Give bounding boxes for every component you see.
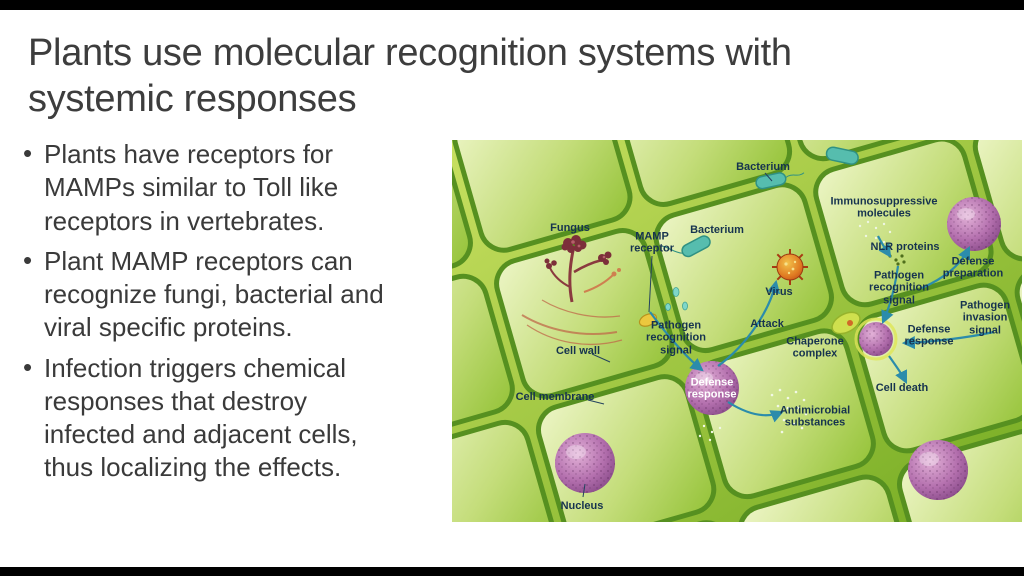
signal-droplets-icon: [665, 287, 688, 311]
pathogen-invasion-arrow: [901, 330, 995, 350]
attack-arrow: [717, 279, 781, 367]
title-line: Plants use molecular recognition systems…: [28, 32, 792, 74]
bullet-marker: •: [23, 244, 33, 275]
mamp-receptor-icon: [638, 313, 658, 327]
bullet-text-line: thus localizing the effects.: [44, 452, 342, 483]
bullet-list: • Plants have receptors for MAMPs simila…: [22, 138, 456, 492]
chaperone-complex-icon: [831, 311, 861, 335]
signal-arrows: [649, 235, 995, 423]
slide-title: Plants use molecular recognition systems…: [28, 30, 943, 123]
fungus-icon: [544, 235, 621, 303]
bullet-marker: •: [23, 138, 33, 168]
immunosuppression-arrow: [877, 235, 892, 258]
recognition-signal-arrow-left: [649, 311, 704, 372]
bullet-item: • Infection triggers chemical responses …: [22, 352, 456, 485]
diagram-canvas: [452, 140, 1022, 522]
defense-response-cell-icon: [685, 361, 739, 415]
recognition-signal-arrow-right: [881, 265, 900, 325]
infected-cell-icon: [854, 317, 898, 361]
bullet-marker: •: [23, 351, 33, 382]
bullet-text-line: responses that destroy: [44, 385, 308, 416]
bullet-text-line: Plant MAMP receptors can: [44, 245, 353, 276]
bacterium-corner-icon: [825, 146, 859, 165]
defense-preparation-cell-icon: [947, 197, 1001, 251]
plant-immunity-diagram: Bacterium Immunosuppressive molecules Fu…: [452, 140, 1022, 522]
label-pointer-lines: [582, 172, 773, 498]
bullet-text-line: viral specific proteins.: [44, 312, 293, 343]
bullet-text-line: MAMPs similar to Toll like: [44, 172, 339, 203]
bottom-right-nucleus-icon: [908, 440, 968, 500]
bullet-text-line: Infection triggers chemical: [44, 352, 347, 383]
cell-death-arrow: [888, 355, 907, 384]
antimicrobial-substances-icon: [698, 388, 808, 442]
defense-preparation-arrow: [921, 246, 970, 290]
bullet-text-line: infected and adjacent cells,: [44, 419, 358, 450]
hyphae-icon: [521, 299, 623, 345]
bullet-text-line: recognize fungi, bacterial and: [44, 279, 384, 310]
top-border-bar: [0, 0, 1024, 10]
antimicrobial-arrow: [727, 401, 785, 423]
bullet-text-line: receptors in vertebrates.: [44, 205, 325, 236]
bullet-text-line: Plants have receptors for: [44, 139, 334, 169]
bottom-border-bar: [0, 567, 1024, 576]
title-line: systemic responses: [28, 78, 357, 121]
bullet-item: • Plant MAMP receptors can recognize fun…: [22, 245, 456, 345]
bacterium-top-icon: [755, 172, 805, 190]
bacterium-mid-icon: [660, 235, 711, 258]
bullet-item: • Plants have receptors for MAMPs simila…: [22, 138, 456, 238]
virus-icon: [772, 249, 808, 285]
nucleus-icon: [555, 433, 615, 493]
